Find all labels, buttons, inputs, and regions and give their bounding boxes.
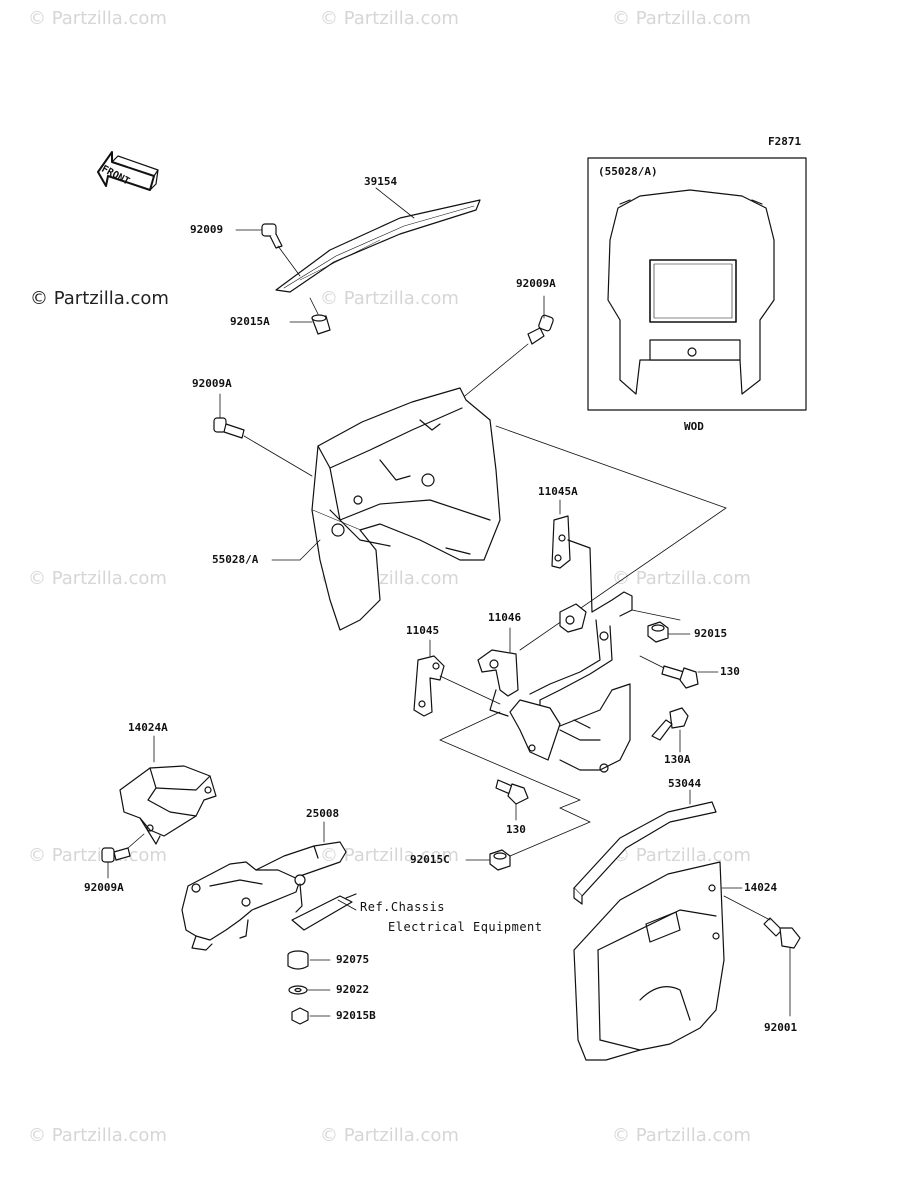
bracket-11046 bbox=[477, 649, 519, 717]
part-label[interactable]: 25008 bbox=[306, 807, 340, 820]
part-label[interactable]: 92009A bbox=[192, 377, 232, 390]
watermark-main: © Partzilla.com bbox=[30, 288, 169, 309]
watermark: © Partzilla.com bbox=[28, 845, 167, 866]
reference-line-2: Electrical Equipment bbox=[388, 920, 543, 934]
cowl-55028a bbox=[311, 387, 501, 631]
bracket-11045a bbox=[509, 515, 633, 773]
part-label[interactable]: 92075 bbox=[336, 953, 370, 966]
bolt-92009a-low bbox=[101, 847, 131, 863]
bracket-25008 bbox=[181, 841, 347, 951]
part-label[interactable]: 11046 bbox=[488, 611, 522, 624]
part-label[interactable]: 53044 bbox=[668, 777, 702, 790]
part-label[interactable]: 11045 bbox=[406, 624, 440, 637]
watermark: © Partzilla.com bbox=[612, 568, 751, 589]
diagram-id: F2871 bbox=[768, 135, 802, 148]
inset-box bbox=[587, 157, 807, 411]
watermark: © Partzilla.com bbox=[612, 1125, 751, 1146]
watermark: © Partzilla.com bbox=[320, 1125, 459, 1146]
bolt-92001 bbox=[763, 917, 801, 949]
part-label[interactable]: 92009A bbox=[84, 881, 124, 894]
ground-strap bbox=[291, 893, 357, 931]
grommet-92015a bbox=[311, 314, 331, 335]
bolt-130a bbox=[651, 707, 689, 741]
part-label[interactable]: 92009 bbox=[190, 223, 224, 236]
part-label[interactable]: 92015 bbox=[694, 627, 728, 640]
watermark: © Partzilla.com bbox=[28, 568, 167, 589]
watermark: © Partzilla.com bbox=[28, 8, 167, 29]
bolt-130 bbox=[661, 665, 699, 689]
bolt-92009 bbox=[261, 223, 283, 249]
part-label[interactable]: 14024A bbox=[128, 721, 168, 734]
washer-92022 bbox=[288, 985, 308, 995]
watermark: © Partzilla.com bbox=[320, 8, 459, 29]
part-label[interactable]: 92015A bbox=[230, 315, 270, 328]
cover-14024a bbox=[119, 765, 217, 845]
cover-14024 bbox=[573, 861, 725, 1061]
part-label[interactable]: 55028/A bbox=[212, 553, 259, 566]
bolt-92009a-left bbox=[213, 417, 245, 439]
damper-92075 bbox=[287, 950, 309, 970]
part-label[interactable]: 11045A bbox=[538, 485, 578, 498]
part-label[interactable]: 92022 bbox=[336, 983, 370, 996]
part-label[interactable]: 92009A bbox=[516, 277, 556, 290]
part-label[interactable]: 130 bbox=[720, 665, 740, 678]
part-label[interactable]: 130 bbox=[506, 823, 526, 836]
watermark: © Partzilla.com bbox=[612, 845, 751, 866]
part-label[interactable]: 92015C bbox=[410, 853, 450, 866]
watermark: © Partzilla.com bbox=[612, 8, 751, 29]
part-label[interactable]: 92001 bbox=[764, 1021, 798, 1034]
watermark: © Partzilla.com bbox=[28, 1125, 167, 1146]
windshield-part bbox=[275, 199, 481, 293]
bolt-130-lower bbox=[495, 779, 529, 805]
reference-line-1: Ref.Chassis bbox=[360, 900, 445, 914]
nut-92015b bbox=[291, 1007, 309, 1025]
inset-caption: WOD bbox=[684, 420, 704, 433]
watermark: © Partzilla.com bbox=[320, 288, 459, 309]
front-arrow-icon bbox=[97, 151, 159, 191]
bracket-11045 bbox=[413, 655, 445, 717]
part-label[interactable]: 92015B bbox=[336, 1009, 376, 1022]
seal-53044 bbox=[573, 801, 717, 905]
nut-92015 bbox=[647, 621, 669, 643]
part-label[interactable]: 39154 bbox=[364, 175, 398, 188]
part-label[interactable]: 130A bbox=[664, 753, 691, 766]
inset-title: (55028/A) bbox=[598, 165, 658, 178]
part-label[interactable]: 14024 bbox=[744, 881, 778, 894]
bolt-92009a-top bbox=[527, 314, 554, 345]
watermark: © Partzilla.com bbox=[320, 845, 459, 866]
nut-92015c bbox=[489, 849, 511, 871]
